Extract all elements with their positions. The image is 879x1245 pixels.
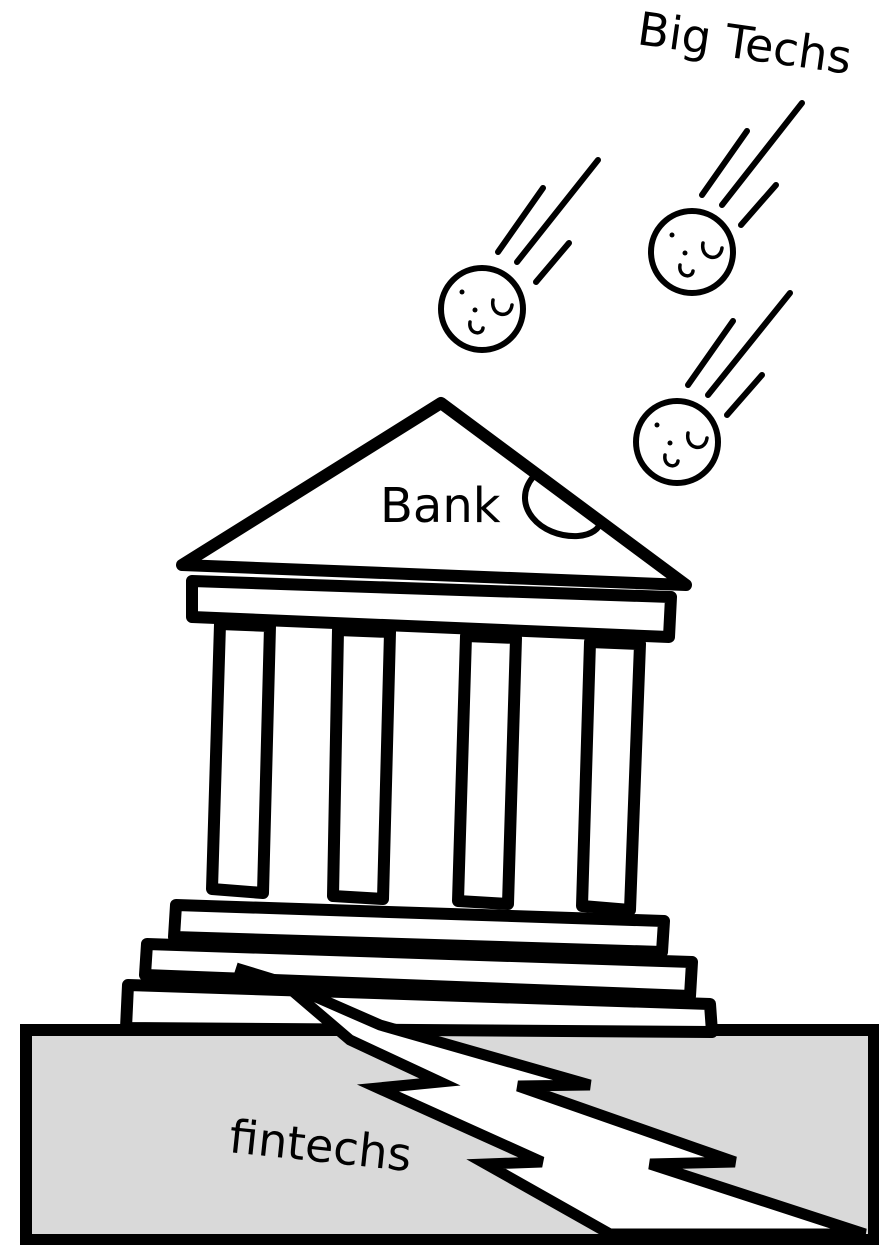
big-tech-ball-3 — [636, 293, 790, 483]
column-3 — [458, 636, 516, 904]
big-techs-label: Big Techs — [634, 1, 855, 84]
column-2 — [333, 630, 390, 899]
big-tech-ball-2 — [651, 103, 802, 293]
bank-label: Bank — [380, 478, 501, 534]
big-tech-ball-1 — [441, 160, 598, 350]
column-1 — [212, 624, 270, 893]
column-4 — [582, 642, 640, 910]
